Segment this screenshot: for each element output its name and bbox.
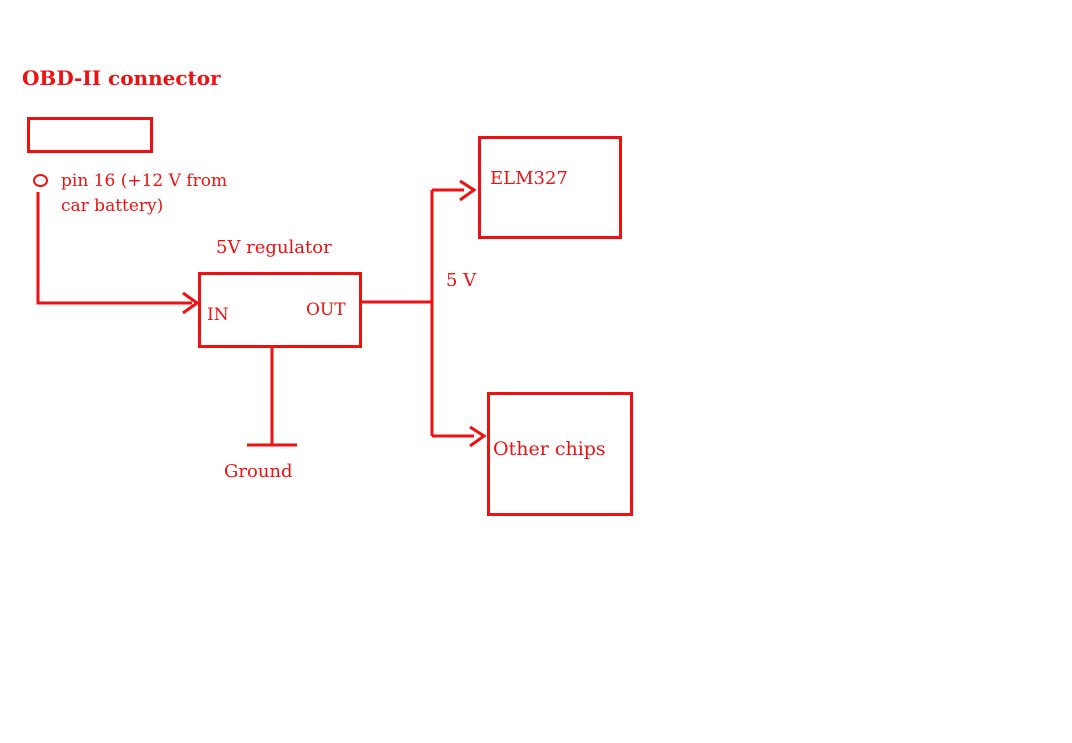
arrowhead-regulator-in-icon [182, 291, 200, 315]
pin16-label-line2: car battery) [61, 196, 164, 216]
wire-pin16-to-regulator [36, 192, 192, 305]
regulator-title: 5V regulator [216, 237, 332, 258]
other-chips-box [487, 392, 633, 516]
arrowhead-other-chips-icon [469, 425, 487, 448]
regulator-in-label: IN [207, 305, 229, 325]
elm327-label: ELM327 [490, 168, 568, 189]
ground-label: Ground [224, 461, 293, 482]
obd2-connector-box [27, 117, 153, 153]
pin16-label-line1: pin 16 (+12 V from [61, 171, 228, 191]
pin16-label: pin 16 (+12 V from car battery) [61, 169, 227, 219]
regulator-out-label: OUT [306, 300, 346, 320]
arrowhead-elm327-icon [459, 179, 477, 202]
pin16-terminal-icon [33, 174, 48, 187]
rail-5v-label: 5 V [446, 270, 477, 291]
elm327-box [478, 136, 622, 239]
regulator-box [198, 272, 362, 348]
obd2-connector-title: OBD-II connector [22, 66, 221, 90]
other-chips-label: Other chips [493, 438, 606, 460]
